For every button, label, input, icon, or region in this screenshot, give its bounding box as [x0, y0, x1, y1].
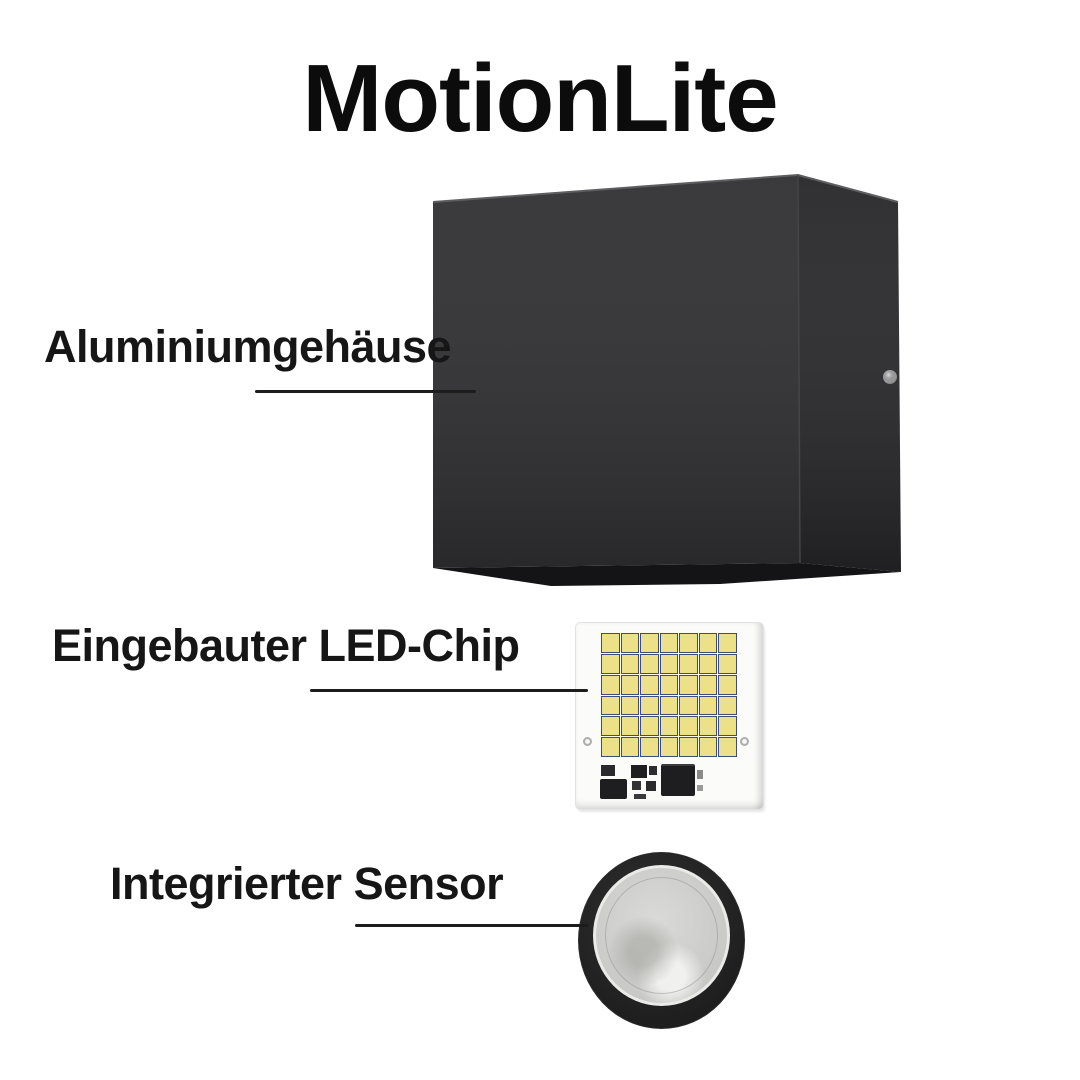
lamp-side-shading: [798, 175, 901, 572]
pcb-component: [697, 770, 703, 779]
led-cell: [641, 717, 658, 736]
led-cell: [641, 738, 658, 756]
pcb-hole-left-icon: [583, 737, 592, 746]
pcb-component: [601, 765, 615, 776]
callout-led-chip-label: Eingebauter LED-Chip: [52, 620, 520, 671]
led-cell: [660, 717, 678, 736]
led-cell: [699, 654, 717, 673]
led-cell: [641, 654, 658, 673]
led-cell: [602, 634, 619, 652]
led-cell: [621, 634, 639, 652]
led-cell: [719, 634, 736, 652]
led-cell: [680, 634, 697, 652]
led-cell: [680, 717, 697, 736]
led-cell: [699, 738, 717, 756]
lamp-graphic: [432, 173, 901, 586]
leader-line-led-chip: [310, 689, 588, 692]
product-title: MotionLite: [302, 45, 778, 152]
callout-sensor: Integrierter Sensor: [110, 857, 504, 911]
led-cell: [719, 654, 736, 673]
callout-housing: Aluminiumgehäuse: [44, 320, 452, 374]
led-cell: [641, 696, 658, 715]
lamp-front-shading: [433, 175, 800, 568]
pcb-component-driver-ic: [661, 764, 695, 796]
led-cell: [641, 675, 658, 694]
led-cell: [699, 717, 717, 736]
led-cell: [699, 696, 717, 715]
led-cell: [621, 738, 639, 756]
led-cell: [719, 675, 736, 694]
led-cell: [680, 738, 697, 756]
callout-housing-label: Aluminiumgehäuse: [44, 321, 452, 372]
pcb-component: [631, 765, 647, 778]
led-cell: [621, 654, 639, 673]
lamp-underside: [433, 563, 901, 586]
led-cell: [699, 675, 717, 694]
pcb-hole-right-icon: [740, 737, 749, 746]
led-chip-image: [575, 622, 764, 810]
led-cell: [602, 696, 619, 715]
led-grid: [602, 634, 736, 756]
led-cell: [680, 675, 697, 694]
led-cell: [660, 654, 678, 673]
led-cell: [602, 675, 619, 694]
pcb-component: [649, 766, 657, 775]
led-cell: [621, 675, 639, 694]
led-cell: [602, 738, 619, 756]
led-cell: [719, 717, 736, 736]
sensor-lens: [593, 865, 730, 1006]
led-cell: [660, 738, 678, 756]
led-cell: [699, 634, 717, 652]
led-cell: [621, 717, 639, 736]
led-cell: [660, 675, 678, 694]
led-cell: [660, 696, 678, 715]
pcb-component: [697, 785, 703, 791]
led-cell: [641, 634, 658, 652]
pcb-components: [576, 623, 763, 809]
led-cell: [621, 696, 639, 715]
lamp-screw-shading: [883, 370, 897, 384]
led-cell: [660, 634, 678, 652]
callout-led-chip: Eingebauter LED-Chip: [52, 619, 520, 673]
leader-line-housing: [255, 390, 476, 393]
led-cell: [602, 717, 619, 736]
pcb-component: [600, 779, 627, 799]
sensor-image: [578, 852, 745, 1029]
pcb-component: [634, 794, 646, 799]
lamp-image: [430, 170, 910, 595]
led-cell: [680, 654, 697, 673]
led-cell: [602, 654, 619, 673]
callout-sensor-label: Integrierter Sensor: [110, 858, 504, 909]
leader-line-sensor: [355, 924, 589, 927]
pcb-component: [632, 781, 641, 790]
led-cell: [719, 696, 736, 715]
lamp-corner-edge: [797, 174, 801, 564]
led-cell: [680, 696, 697, 715]
led-cell: [719, 738, 736, 756]
pcb-component: [646, 781, 656, 791]
